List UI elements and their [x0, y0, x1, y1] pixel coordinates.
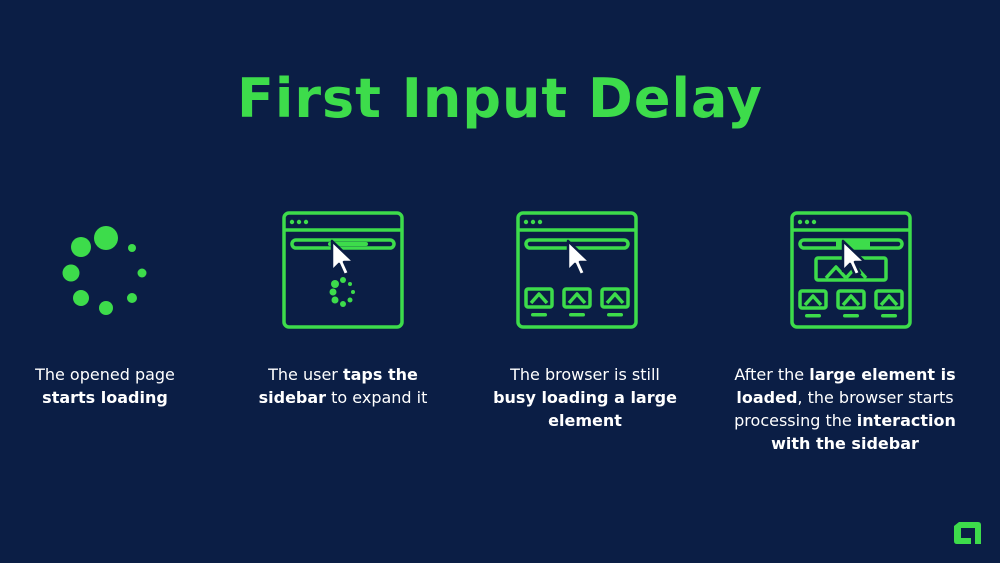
- loading-spinner-icon: [62, 226, 147, 315]
- caption-bold-text: busy loading a large: [493, 388, 677, 407]
- caption-bold-text: with the sidebar: [771, 434, 919, 453]
- page-title: First Input Delay: [237, 67, 763, 130]
- step-2-caption: The user taps the sidebar to expand it: [238, 363, 448, 409]
- browser-cursor-large-image-icon: [790, 211, 912, 329]
- caption-text: , the browser starts: [797, 388, 954, 407]
- caption-bold-text: starts loading: [42, 388, 168, 407]
- caption-text: The opened page: [35, 365, 175, 384]
- caption-text: processing the: [734, 411, 857, 430]
- caption-text: The browser is still: [510, 365, 660, 384]
- caption-text: to expand it: [326, 388, 428, 407]
- brand-logo-icon: [954, 522, 981, 544]
- step-1-caption: The opened page starts loading: [5, 363, 205, 409]
- caption-bold-text: sidebar: [258, 388, 327, 407]
- browser-cursor-images-icon: [516, 211, 638, 329]
- caption-text: After the: [734, 365, 810, 384]
- step-3-caption: The browser is still busy loading a large…: [476, 363, 694, 432]
- caption-bold-text: large element is: [809, 365, 956, 384]
- browser-cursor-spinner-icon: [282, 211, 404, 329]
- caption-bold-text: taps the: [342, 365, 418, 384]
- caption-bold-text: interaction: [856, 411, 956, 430]
- step-4-caption: After the large element is loaded, the br…: [705, 363, 985, 455]
- caption-bold-text: element: [548, 411, 622, 430]
- caption-text: The user: [268, 365, 343, 384]
- caption-bold-text: loaded: [736, 388, 798, 407]
